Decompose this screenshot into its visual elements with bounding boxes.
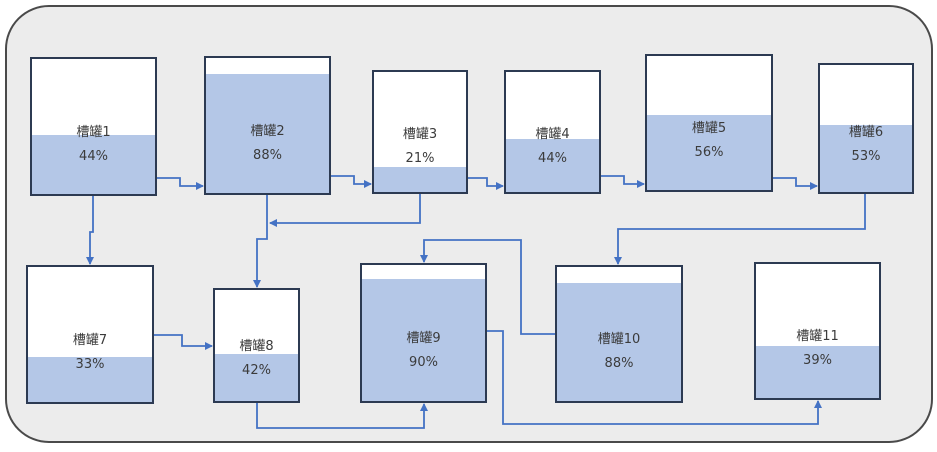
tank-percent: 39% (803, 352, 832, 368)
tank-percent: 42% (242, 362, 271, 378)
pipe-tank4-to-tank5 (600, 175, 645, 188)
tank-level-fill (206, 74, 329, 193)
pipe-tank2-to-tank3 (330, 175, 372, 188)
pipe-tank3-to-tank4 (467, 177, 504, 190)
tank-percent: 56% (694, 144, 724, 160)
pipe-tank2-to-tank8 (253, 194, 268, 288)
tank-8: 槽罐8 42% (213, 288, 300, 403)
tank-percent: 88% (604, 355, 634, 371)
tank-10: 槽罐10 88% (555, 265, 683, 403)
tank-level-fill (557, 283, 681, 401)
tank-percent: 88% (253, 147, 282, 163)
tank-name: 槽罐9 (406, 331, 441, 347)
pipe-tank1-to-tank2 (156, 177, 204, 190)
pipe-tank1-to-tank7 (86, 196, 94, 265)
tank-percent: 33% (75, 356, 105, 372)
pipe-tank3-return (269, 194, 421, 227)
tank-percent: 44% (79, 148, 108, 164)
pipe-tank5-to-tank6 (772, 177, 818, 190)
tank-name: 槽罐11 (796, 328, 839, 344)
tank-name: 槽罐2 (250, 123, 285, 139)
tank-percent: 21% (405, 151, 435, 166)
tank-5: 槽罐5 56% (645, 54, 773, 192)
tank-level-fill (820, 124, 912, 192)
tank-3: 槽罐3 21% (372, 70, 468, 194)
pipe-tank10-to-tank9 (420, 239, 556, 335)
tank-1: 槽罐1 44% (30, 57, 157, 196)
tank-level-fill (28, 357, 152, 402)
tank-11: 槽罐11 39% (754, 262, 881, 400)
tank-level-fill (756, 345, 879, 398)
tank-name: 槽罐6 (848, 124, 884, 140)
pipe-tank8-to-tank9 (256, 402, 428, 429)
tank-7: 槽罐7 33% (26, 265, 154, 404)
tank-name: 槽罐7 (72, 332, 108, 348)
tank-level-fill (215, 354, 298, 401)
tank-level-fill (374, 166, 466, 192)
tank-4: 槽罐4 44% (504, 70, 601, 194)
tank-level-fill (647, 114, 771, 190)
tank-level-fill (506, 139, 599, 192)
tank-name: 槽罐4 (535, 127, 570, 142)
pipe-tank9-to-tank11 (486, 330, 822, 425)
pipe-tank7-to-tank8 (153, 334, 213, 350)
tank-2: 槽罐2 88% (204, 56, 331, 195)
tank-level-fill (32, 134, 155, 194)
tank-level-fill (362, 278, 485, 401)
pipe-tank6-to-tank10 (614, 193, 866, 265)
tank-percent: 44% (538, 151, 567, 166)
tank-percent: 90% (409, 355, 438, 371)
tank-name: 槽罐10 (597, 331, 641, 347)
tank-name: 槽罐8 (239, 338, 274, 354)
tank-percent: 53% (851, 148, 881, 164)
tank-name: 槽罐5 (691, 120, 727, 136)
tank-name: 槽罐3 (402, 127, 438, 142)
tank-6: 槽罐6 53% (818, 63, 914, 194)
tank-9: 槽罐9 90% (360, 263, 487, 403)
tank-name: 槽罐1 (76, 124, 111, 140)
